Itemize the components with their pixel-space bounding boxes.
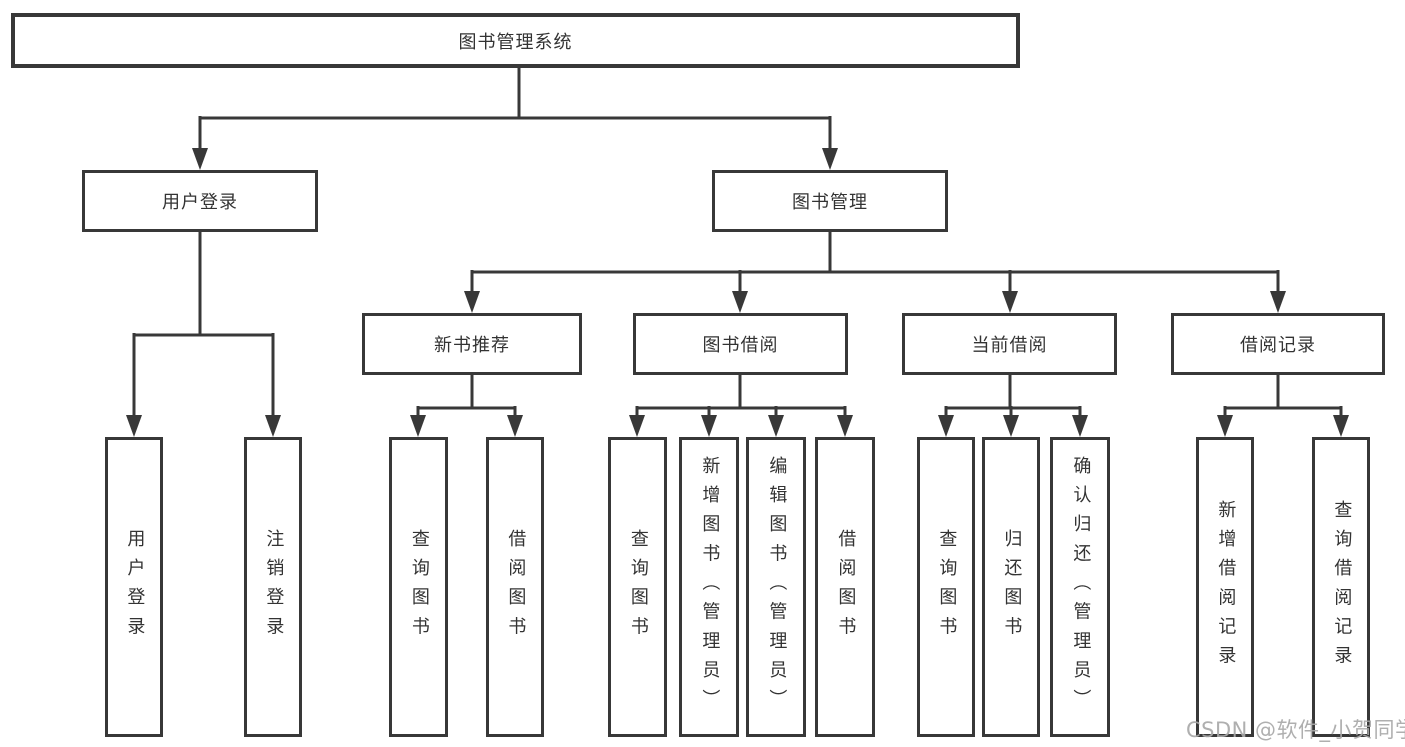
arrowheads [126,148,1349,437]
leaf-query-borrow-record: 查询借阅记录 [1312,437,1370,737]
connector-new-book-branch [416,375,517,415]
leaf-logout: 注销登录 [244,437,302,737]
leaf-return-books: 归还图书 [982,437,1040,737]
node-borrowing-records-label: 借阅记录 [1240,335,1316,356]
leaf-query-books-recommend: 查询图书 [389,437,448,737]
leaf-query-books-current: 查询图书 [917,437,975,737]
leaf-add-borrow-record-label: 新增借阅记录 [1215,499,1237,675]
node-current-borrowing: 当前借阅 [902,313,1117,375]
node-book-borrowing: 图书借阅 [633,313,848,375]
leaf-borrow-books-recommend-label: 借阅图书 [505,528,527,646]
leaf-confirm-return-admin: 确认归还（管理员） [1050,437,1110,737]
node-borrowing-records: 借阅记录 [1171,313,1385,375]
leaf-query-books-current-label: 查询图书 [936,528,958,646]
node-user-login: 用户登录 [82,170,318,232]
leaf-borrow-books-borrowing: 借阅图书 [815,437,875,737]
leaf-edit-book-admin: 编辑图书（管理员） [746,437,806,737]
leaf-borrow-books-borrowing-label: 借阅图书 [835,528,857,646]
leaf-borrow-books-recommend: 借阅图书 [486,437,544,737]
leaf-add-book-admin: 新增图书（管理员） [679,437,739,737]
leaf-user-login-label: 用户登录 [124,528,146,646]
node-book-management-label: 图书管理 [792,192,868,213]
connector-book-management-branch [470,232,1280,291]
node-root-label: 图书管理系统 [458,31,573,53]
leaf-user-login: 用户登录 [105,437,163,737]
leaf-query-books-recommend-label: 查询图书 [408,528,430,646]
node-book-borrowing-label: 图书借阅 [702,335,779,356]
node-new-book-recommendation: 新书推荐 [362,313,582,375]
leaf-add-borrow-record: 新增借阅记录 [1196,437,1254,737]
leaf-logout-label: 注销登录 [263,528,285,646]
leaf-query-books-borrowing: 查询图书 [608,437,667,737]
leaf-confirm-return-admin-label: 确认归还（管理员） [1070,455,1092,719]
csdn-watermark: CSDN @软件_小贺同学 [1186,718,1405,742]
node-user-login-label: 用户登录 [162,192,238,213]
connector-book-borrowing-branch [635,375,847,415]
leaf-add-book-admin-label: 新增图书（管理员） [699,455,721,719]
node-book-management: 图书管理 [712,170,948,232]
connector-user-login-branch [132,232,275,415]
node-current-borrowing-label: 当前借阅 [971,335,1048,356]
node-root: 图书管理系统 [11,13,1020,68]
connector-current-borrowing-branch [944,375,1082,415]
leaf-query-borrow-record-label: 查询借阅记录 [1331,499,1353,675]
connector-root-to-level2 [198,68,832,149]
leaf-query-books-borrowing-label: 查询图书 [627,528,649,646]
node-new-book-recommendation-label: 新书推荐 [434,335,510,356]
connector-borrow-records-branch [1223,375,1343,415]
leaf-edit-book-admin-label: 编辑图书（管理员） [766,455,788,719]
leaf-return-books-label: 归还图书 [1001,528,1023,646]
